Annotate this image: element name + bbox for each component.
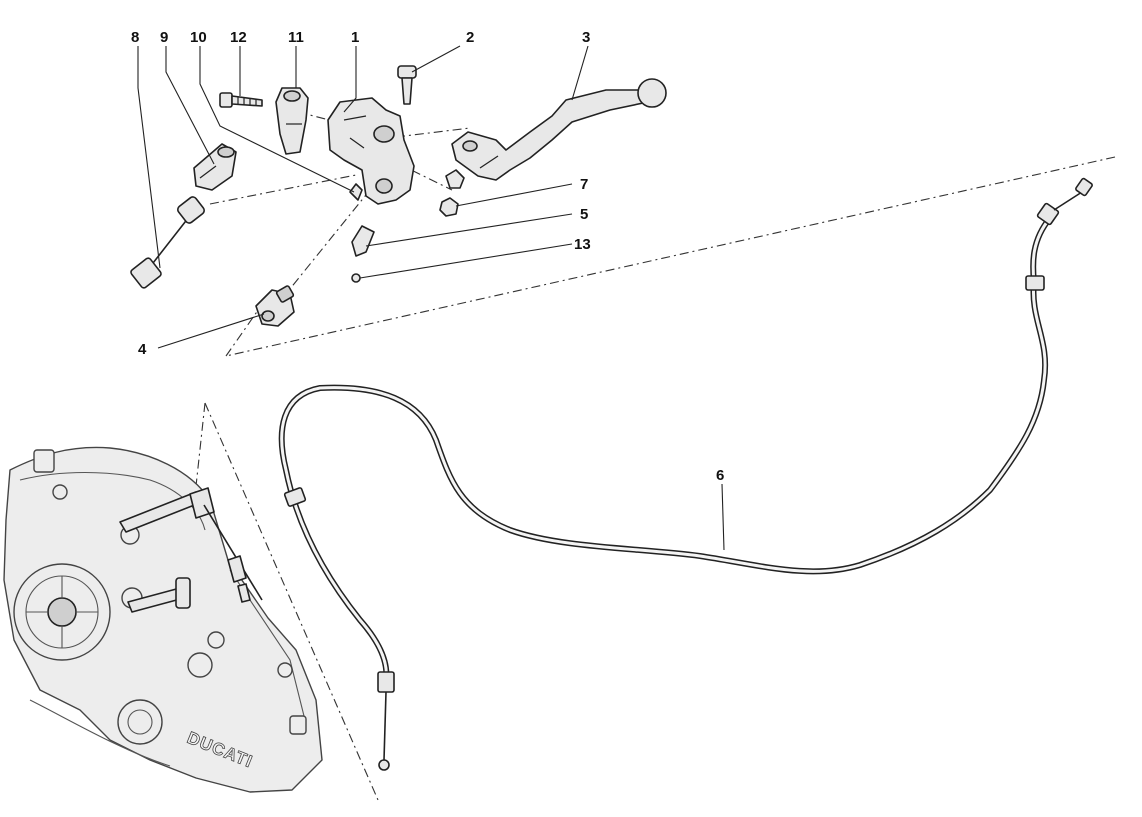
part-7-nut [439,169,465,217]
callout-9: 9 [160,29,168,46]
callout-8: 8 [131,29,139,46]
part-8-adjuster-rod [130,196,206,289]
callout-3: 3 [582,29,590,46]
callout-1: 1 [351,29,359,46]
callout-11: 11 [288,29,304,46]
part-10-pin [349,183,363,201]
cover-tab [33,449,55,473]
callout-13: 13 [574,236,591,253]
callout-labels: 8 9 10 12 11 1 2 3 7 5 13 4 6 [131,29,724,484]
callout-12: 12 [230,29,247,46]
part-1-lever-bracket [327,97,415,205]
part-4-adjuster [255,285,295,327]
part-5-switch [351,225,375,257]
part-2-pivot-bolt [397,65,417,105]
clutch-release-arm [119,487,263,613]
clutch-cable [278,177,1093,771]
callout-2: 2 [466,29,474,46]
leader-lines [137,45,725,551]
part-12-screw [219,92,263,108]
callout-7: 7 [580,176,588,193]
part-3-lever [451,78,667,181]
callout-5: 5 [580,206,588,223]
part-13-screw [351,273,361,283]
clutch-cover: DUCATI [3,446,323,793]
cover-plug [117,699,163,745]
assembly-guide-lines [187,111,1116,801]
callout-10: 10 [190,29,207,46]
part-11-clamp-cap [275,87,309,155]
part-9-clamp [193,143,237,191]
callout-6: 6 [716,467,724,484]
callout-4: 4 [138,341,147,358]
